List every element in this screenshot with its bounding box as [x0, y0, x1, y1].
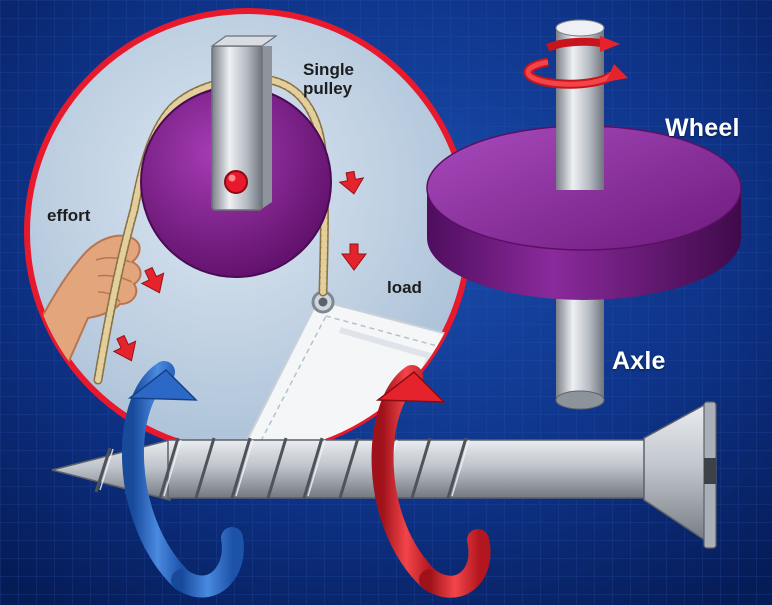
wheel-and-axle — [426, 19, 742, 410]
down-arrow-icon — [112, 170, 367, 362]
rotation-arrow-icon — [121, 361, 244, 598]
effort-label: effort — [47, 206, 91, 225]
wheel-label: Wheel — [665, 114, 740, 142]
single-pulley-label-line1: Single — [303, 60, 355, 79]
load-label: load — [387, 278, 422, 297]
rotation-arrow-icon — [523, 36, 628, 89]
pulley-bracket-icon — [210, 35, 278, 211]
rotation-arrow-icon — [371, 365, 491, 598]
single-pulley-label-line2: pulley — [303, 79, 353, 98]
axle-label: Axle — [612, 347, 666, 375]
